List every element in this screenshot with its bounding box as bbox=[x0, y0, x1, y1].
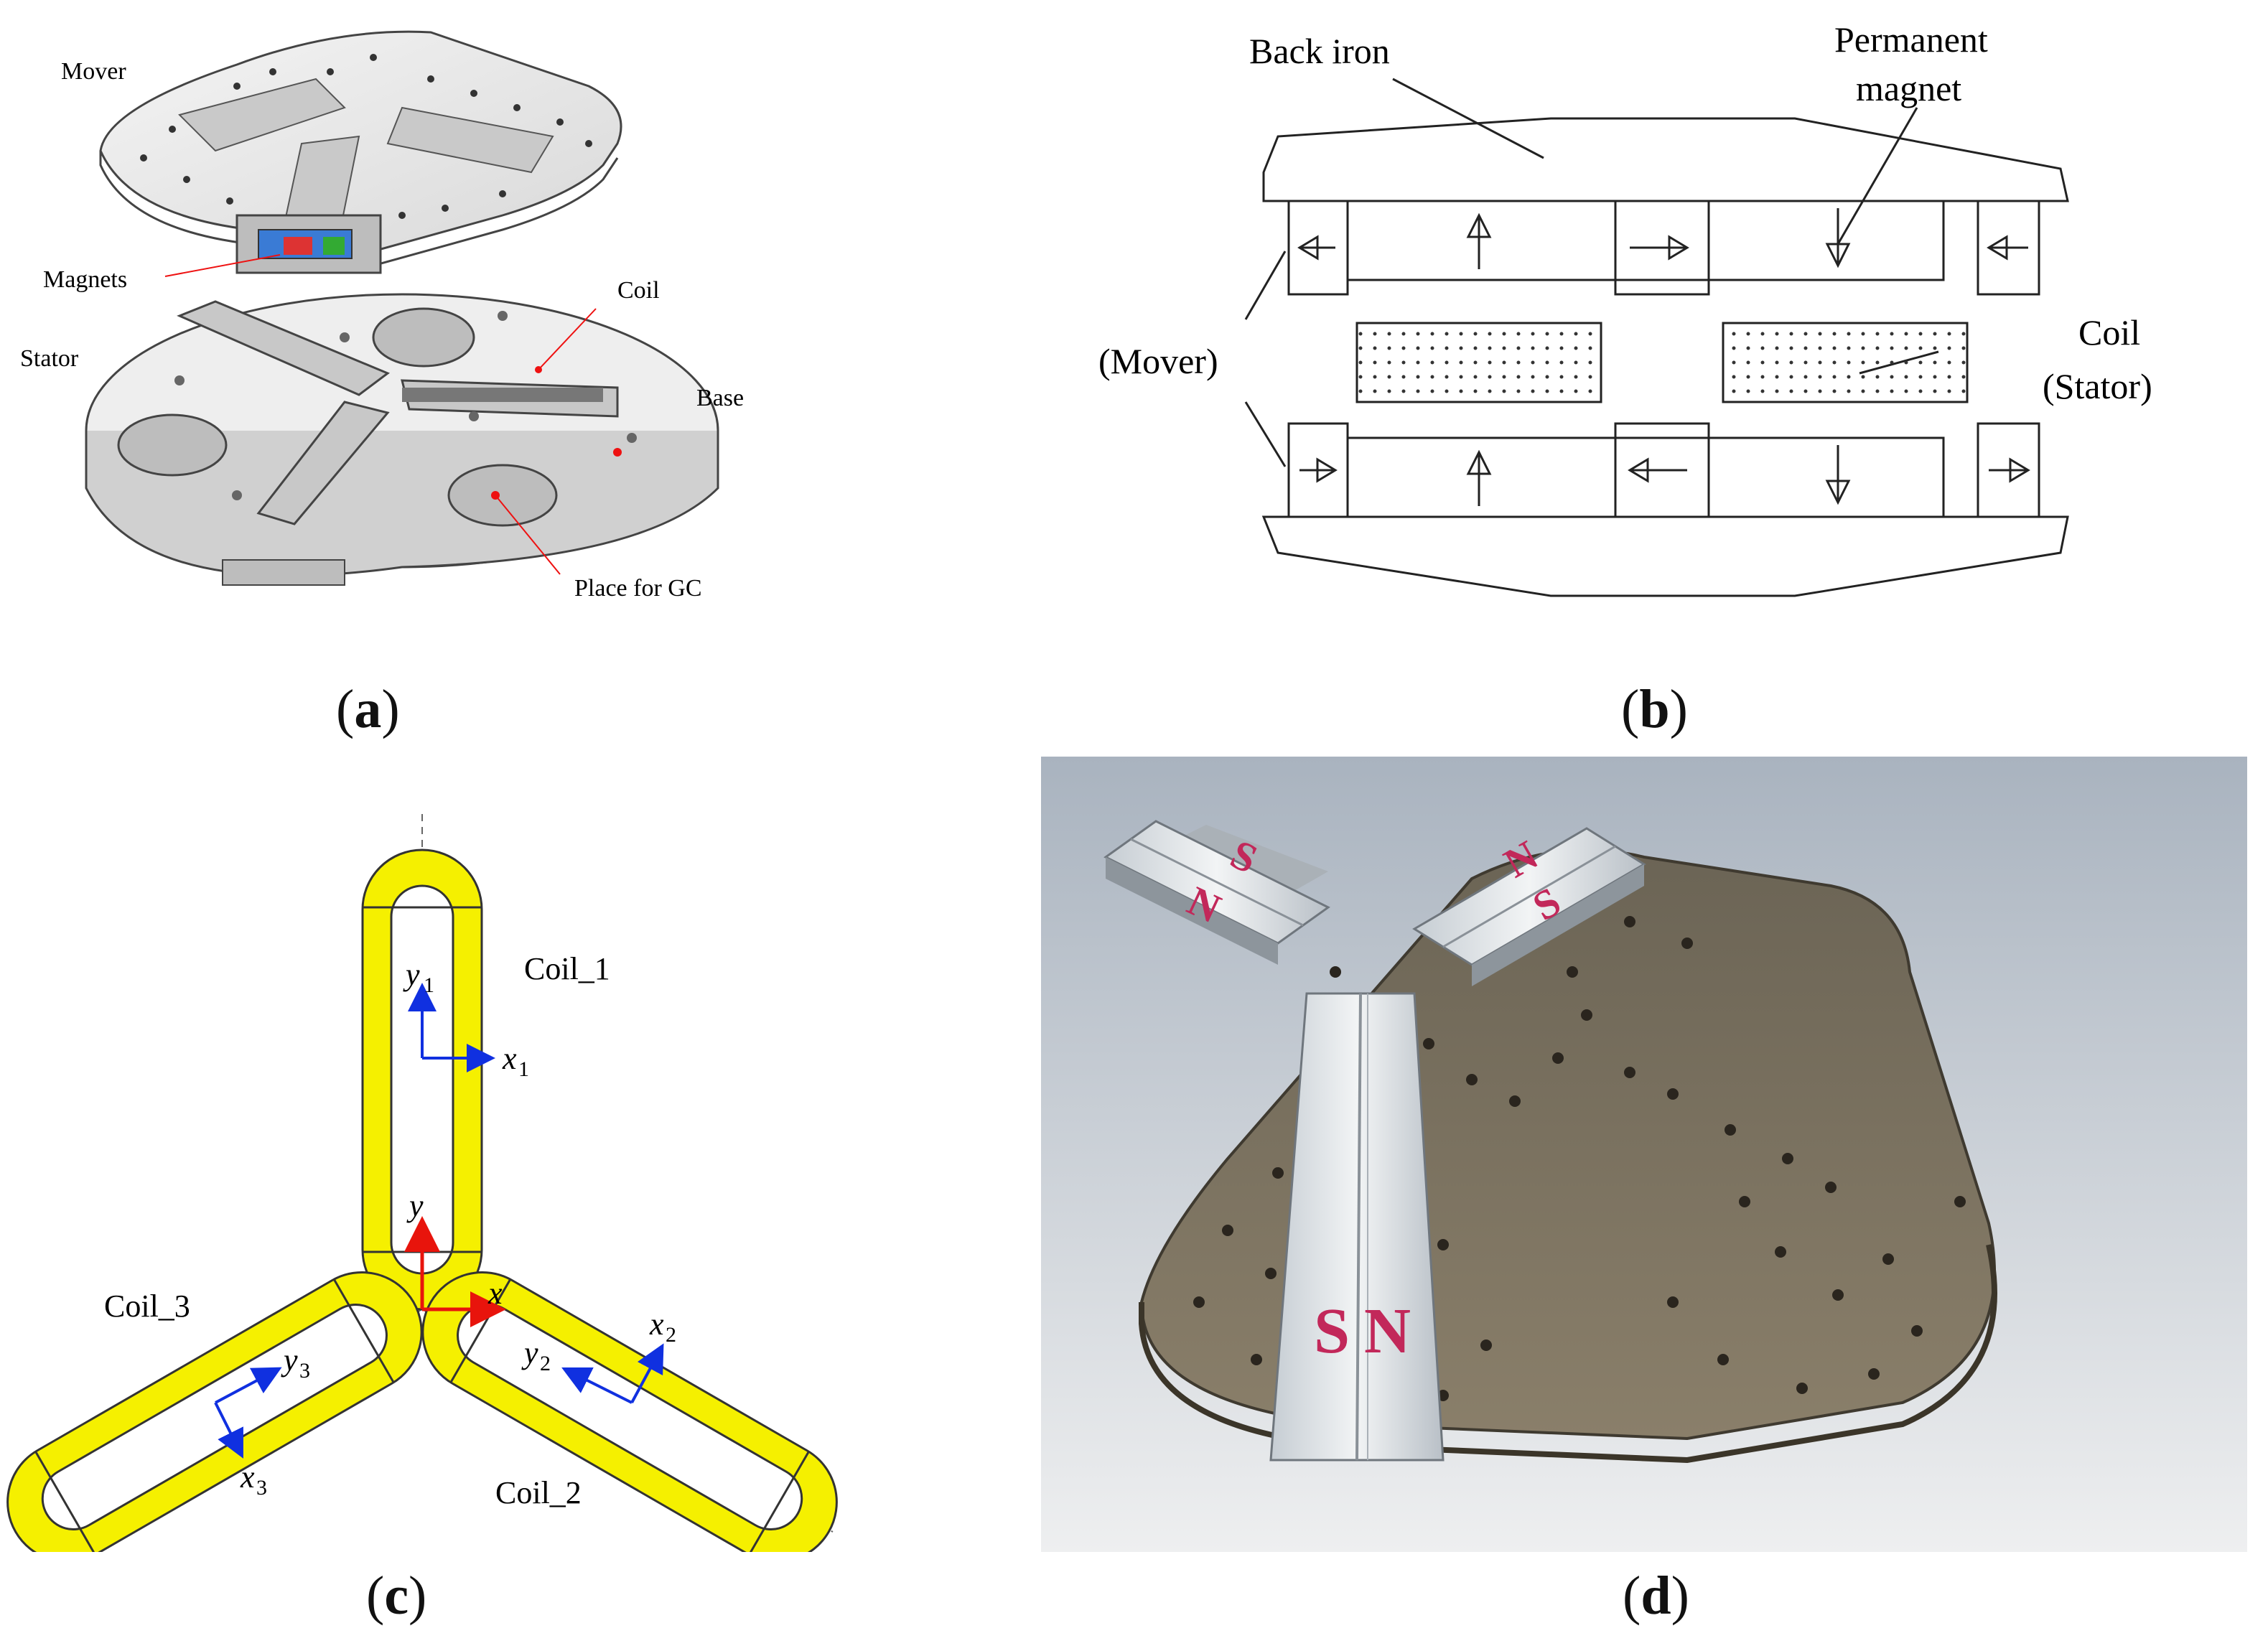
label-stator-b: (Stator) bbox=[2043, 366, 2152, 406]
magnet-top-3 bbox=[1614, 200, 1710, 296]
caption-letter: d bbox=[1641, 1566, 1671, 1626]
caption-paren: ) bbox=[1671, 1566, 1689, 1626]
label-x2-sub: 2 bbox=[666, 1323, 676, 1347]
magnet-block-right bbox=[1412, 827, 1646, 986]
panel-d-photo: S N N S S N bbox=[1041, 757, 2247, 1552]
coil-2-shape bbox=[421, 1271, 838, 1552]
magnet-block-bottom bbox=[1269, 992, 1445, 1462]
caption-paren: ) bbox=[381, 679, 400, 739]
label-y1: y bbox=[403, 957, 420, 992]
back-iron-bottom bbox=[1261, 515, 2069, 597]
coil-left bbox=[1355, 322, 1602, 403]
caption-paren: ( bbox=[1623, 1566, 1641, 1626]
label-x3-sub: 3 bbox=[256, 1476, 267, 1500]
label-x2: x bbox=[649, 1306, 664, 1342]
panel-b-cross-section: Back iron Permanent magnet (Mover) Coil … bbox=[1098, 19, 2152, 597]
mover-assembly bbox=[99, 30, 622, 277]
coil-right bbox=[1722, 322, 1969, 403]
label-y2-sub: 2 bbox=[540, 1352, 551, 1375]
mark-bottom-right: N bbox=[1364, 1296, 1411, 1367]
caption-paren: ( bbox=[336, 679, 355, 739]
label-mover: Mover bbox=[61, 58, 126, 85]
stator-base bbox=[85, 293, 719, 586]
label-coil: Coil bbox=[617, 277, 660, 304]
label-magnet: magnet bbox=[1856, 68, 1961, 108]
coil-1-shape bbox=[361, 848, 483, 1311]
caption-paren: ( bbox=[1621, 679, 1640, 739]
label-y: y bbox=[406, 1188, 424, 1223]
magnet-top-4 bbox=[1977, 200, 2040, 296]
label-y3: y bbox=[281, 1342, 298, 1378]
mark-bottom-left: S bbox=[1314, 1296, 1350, 1367]
caption-d: (d) bbox=[1623, 1565, 1689, 1627]
caption-a: (a) bbox=[336, 678, 400, 741]
label-y1-sub: 1 bbox=[424, 973, 434, 997]
label-y3-sub: 3 bbox=[299, 1359, 310, 1383]
label-mover-b: (Mover) bbox=[1098, 341, 1218, 381]
label-permanent: Permanent bbox=[1834, 19, 1988, 60]
magnet-top-2 bbox=[1346, 200, 1945, 281]
caption-letter: b bbox=[1639, 679, 1670, 739]
label-base: Base bbox=[696, 385, 744, 411]
caption-b: (b) bbox=[1621, 678, 1688, 741]
caption-c: (c) bbox=[366, 1565, 426, 1627]
label-coil-b: Coil bbox=[2078, 312, 2140, 352]
label-coil-1: Coil_1 bbox=[524, 951, 610, 986]
magnet-block-left bbox=[1103, 820, 1330, 965]
label-coil-3: Coil_3 bbox=[104, 1289, 190, 1324]
panel-a-exploded-view: Mover Magnets Coil Stator Base Place for… bbox=[20, 30, 744, 602]
label-x1: x bbox=[502, 1041, 517, 1076]
label-y2: y bbox=[521, 1335, 538, 1370]
label-x3: x bbox=[240, 1459, 255, 1495]
panel-c-coil-layout: y x y 1 x 1 x 2 y 2 y 3 x 3 Coil_1 Coil_… bbox=[6, 814, 838, 1552]
caption-paren: ) bbox=[409, 1566, 427, 1626]
label-coil-2: Coil_2 bbox=[495, 1475, 582, 1510]
label-back-iron: Back iron bbox=[1249, 31, 1390, 71]
caption-letter: c bbox=[384, 1566, 409, 1626]
coil-3-shape bbox=[6, 1271, 423, 1552]
caption-letter: a bbox=[354, 679, 382, 739]
label-x1-sub: 1 bbox=[518, 1057, 529, 1081]
back-iron-top bbox=[1262, 117, 2069, 202]
label-magnets: Magnets bbox=[43, 266, 127, 293]
label-place-for-gc: Place for GC bbox=[574, 575, 702, 602]
label-stator: Stator bbox=[20, 345, 79, 372]
caption-paren: ) bbox=[1669, 679, 1688, 739]
label-x: x bbox=[487, 1276, 503, 1311]
caption-paren: ( bbox=[366, 1566, 385, 1626]
